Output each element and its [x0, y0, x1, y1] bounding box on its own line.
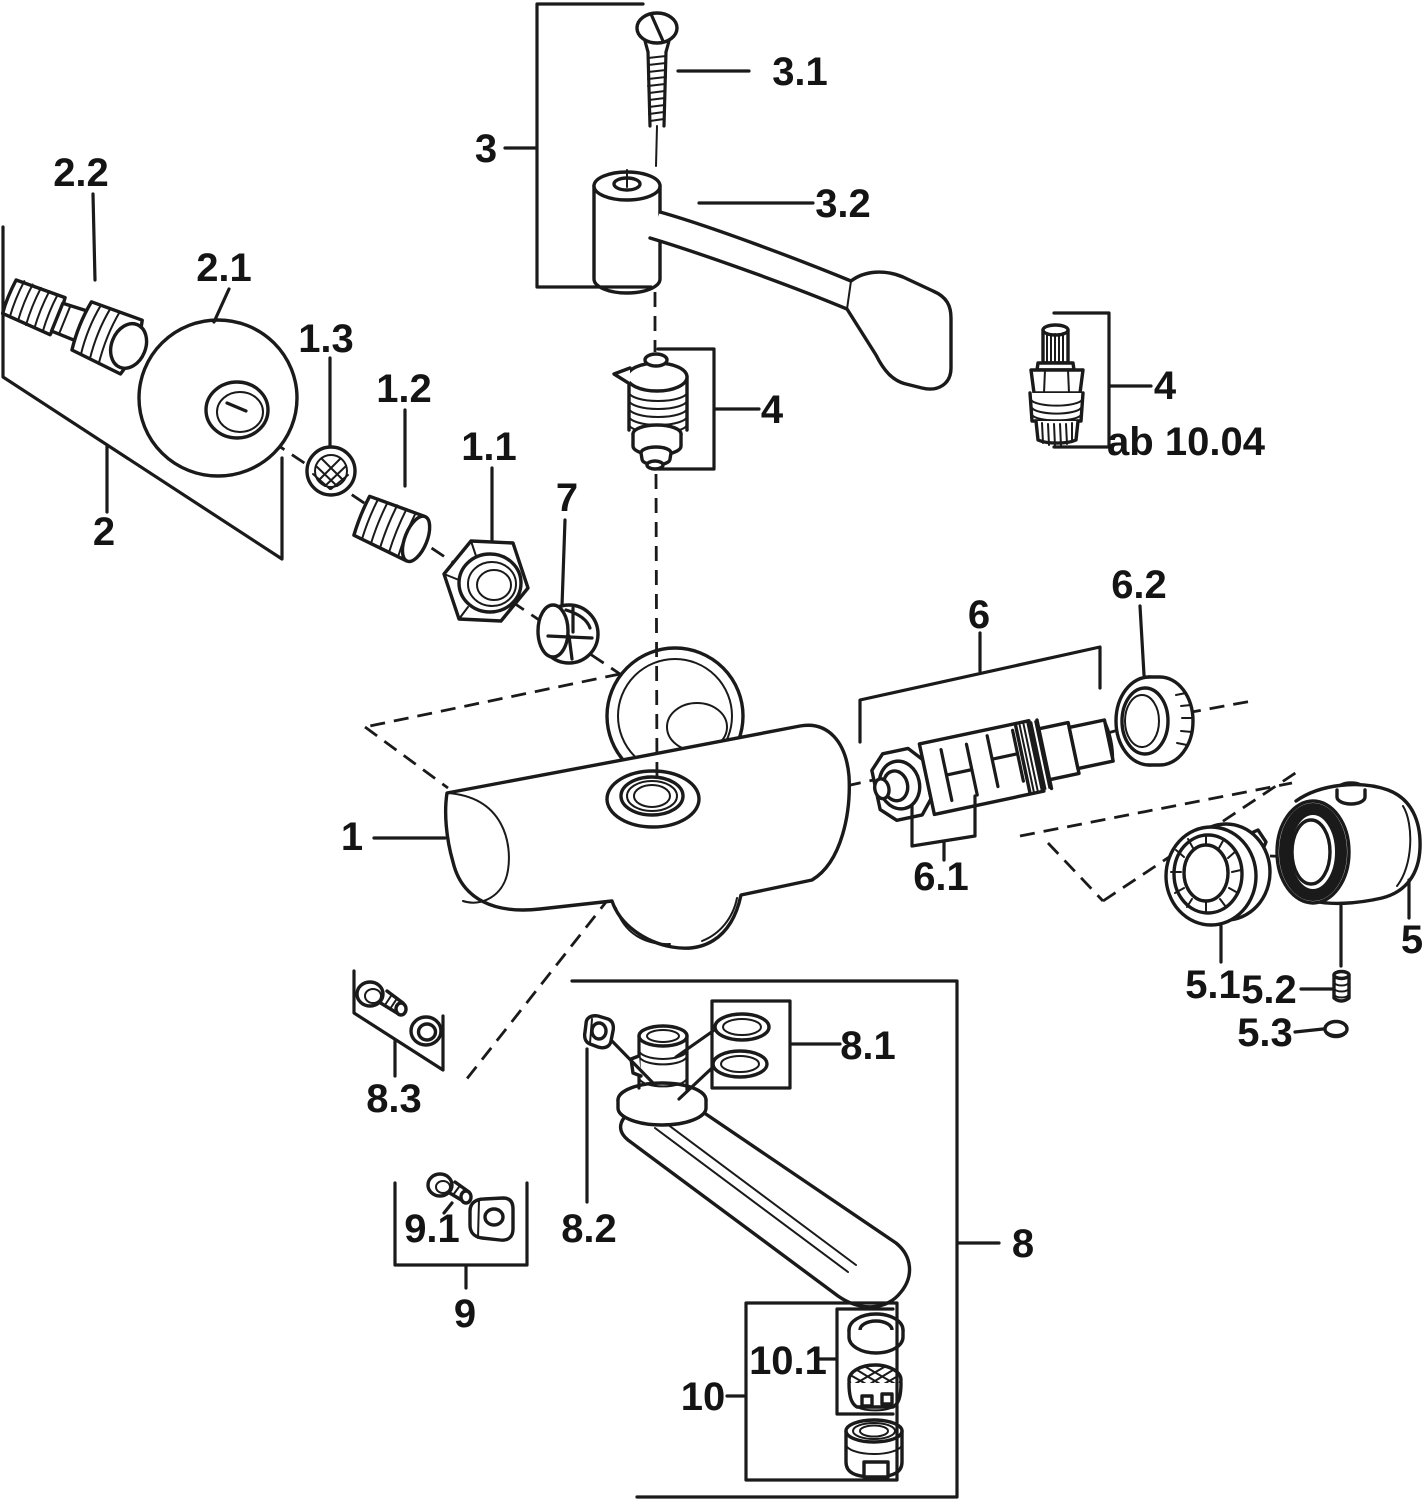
part-screw-and-wedge	[426, 1172, 515, 1242]
label-2: 2	[93, 510, 115, 554]
part-screw-and-ring	[355, 980, 443, 1047]
label-4-new: 4	[1154, 364, 1177, 408]
label-8-1: 8.1	[840, 1024, 896, 1068]
part-retaining-clip	[582, 1014, 616, 1050]
part-headpart-cartridge-old	[612, 352, 689, 471]
label-5-1: 5.1	[1185, 963, 1241, 1007]
label-9-1: 9.1	[404, 1207, 460, 1251]
label-1-2: 1.2	[376, 367, 432, 411]
label-10: 10	[681, 1375, 726, 1419]
label-8-3: 8.3	[366, 1077, 422, 1121]
label-4-old: 4	[761, 388, 784, 432]
part-s-union-connector	[0, 278, 149, 376]
part-set-screw	[1332, 969, 1351, 1003]
part-number-labels: 2.2 2.1 1.3 1.2 1.1 7 3 3.1 3.2 4 4 ab 1…	[53, 50, 1423, 1419]
label-1-3: 1.3	[298, 317, 354, 361]
label-1: 1	[341, 815, 363, 859]
part-faucet-body	[443, 646, 851, 950]
part-cap-plug	[1323, 1019, 1349, 1039]
label-5-2: 5.2	[1241, 968, 1297, 1012]
label-4-new-note: ab 10.04	[1107, 420, 1266, 464]
label-3: 3	[475, 127, 497, 171]
label-6-1: 6.1	[913, 855, 969, 899]
part-aerator-set	[844, 1312, 905, 1479]
part-slotted-insert	[536, 603, 600, 665]
part-stop-ring	[1114, 675, 1195, 767]
label-3-2: 3.2	[815, 182, 871, 226]
label-5-3: 5.3	[1237, 1011, 1293, 1055]
part-spout	[616, 1024, 912, 1309]
part-control-cartridge	[870, 718, 1115, 823]
label-8: 8	[1012, 1222, 1034, 1266]
label-7: 7	[556, 476, 578, 520]
part-union-nut	[442, 539, 530, 623]
part-threaded-nipple	[352, 494, 432, 564]
label-3-1: 3.1	[772, 50, 828, 94]
label-10-1: 10.1	[749, 1339, 827, 1383]
part-o-rings	[711, 1012, 771, 1079]
label-2-1: 2.1	[196, 246, 252, 290]
part-handle-knob	[1275, 781, 1422, 906]
label-2-2: 2.2	[53, 151, 109, 195]
part-headpart-cartridge-new	[1028, 323, 1085, 447]
part-adapter-sleeve	[1164, 822, 1272, 927]
part-escutcheon	[137, 318, 299, 478]
label-9: 9	[454, 1292, 476, 1336]
center-axis-lines	[653, 292, 659, 787]
part-lever-handle	[592, 169, 953, 391]
label-5: 5	[1401, 918, 1423, 962]
label-6-2: 6.2	[1111, 563, 1167, 607]
part-filter-screen	[305, 445, 357, 497]
label-6: 6	[968, 593, 990, 637]
part-handle-screw	[635, 11, 679, 167]
label-8-2: 8.2	[561, 1207, 617, 1251]
label-1-1: 1.1	[461, 425, 517, 469]
